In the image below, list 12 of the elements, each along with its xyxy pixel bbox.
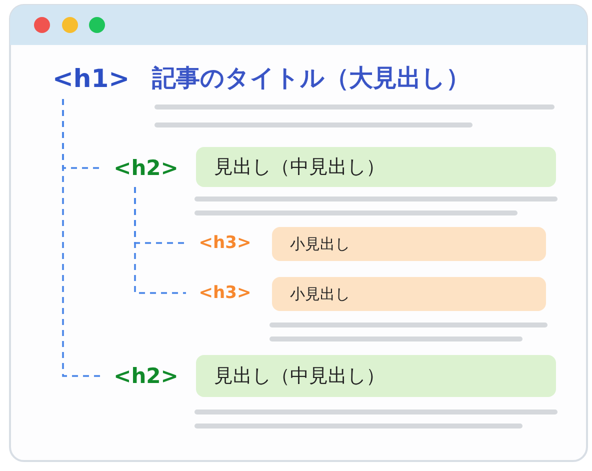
heading-tag-label: <h1> bbox=[46, 60, 136, 96]
heading-tag-label: <h3> bbox=[190, 228, 260, 258]
page-title-text: 記事のタイトル（大見出し） bbox=[152, 63, 470, 94]
heading-tag-label: <h2> bbox=[106, 152, 186, 184]
heading-bar: 見出し（中見出し） bbox=[196, 147, 556, 187]
heading-tag-label: <h3> bbox=[190, 278, 260, 308]
heading-tag-label: <h2> bbox=[106, 360, 186, 392]
heading-bar: 小見出し bbox=[272, 227, 546, 261]
tree-connector-line bbox=[134, 187, 186, 294]
tree-connector-line bbox=[62, 99, 102, 377]
heading-bar: 小見出し bbox=[272, 277, 546, 311]
heading-bar: 見出し（中見出し） bbox=[196, 355, 556, 397]
